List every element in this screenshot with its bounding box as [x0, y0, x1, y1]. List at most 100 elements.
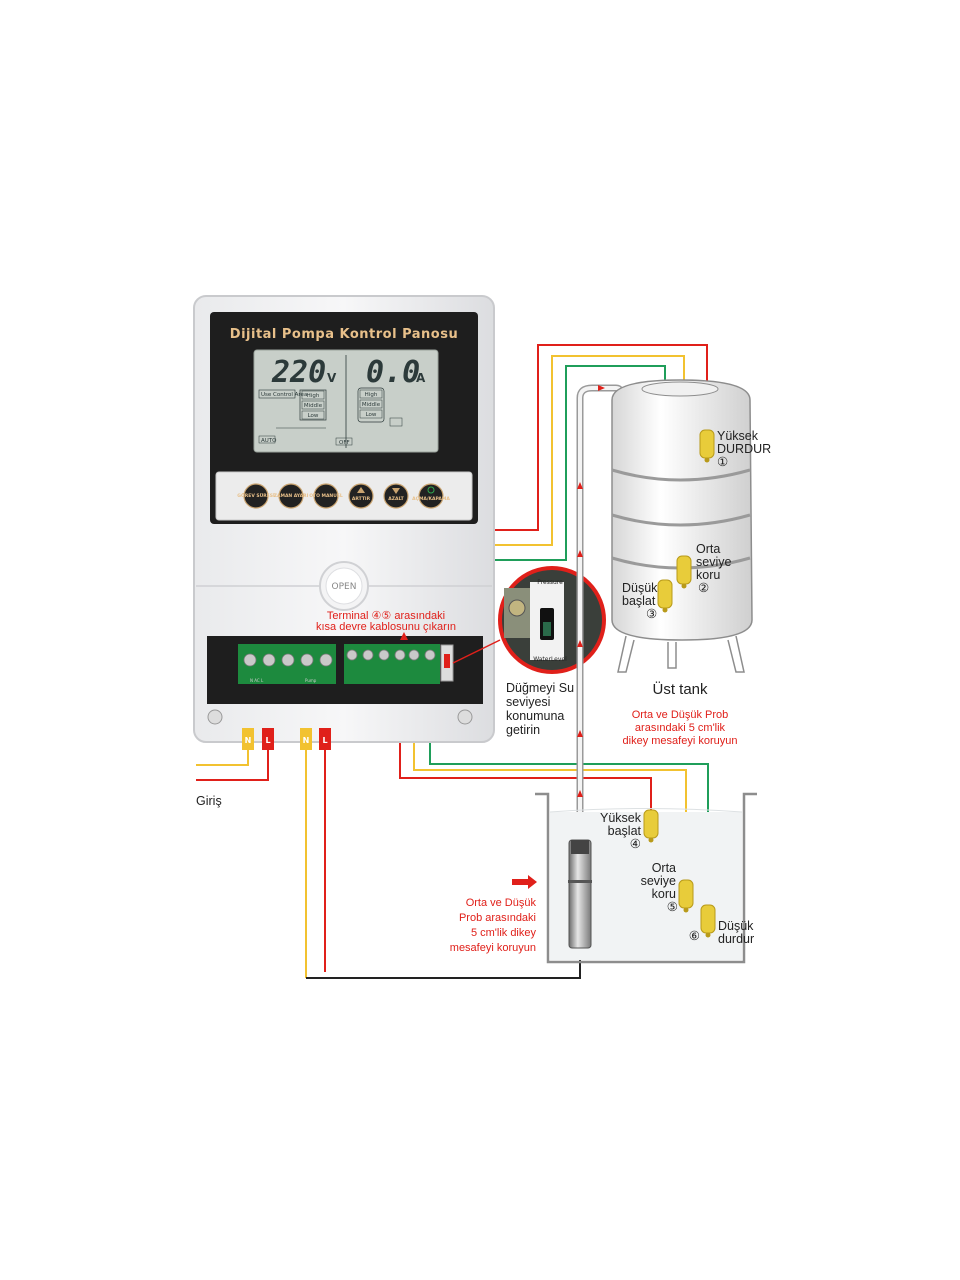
panel-buttons: GÖREV SÜRESİ ZAMAN AYARI OTO MANUEL ARTT… [237, 483, 450, 509]
probe-3-label: Düşük başlat ③ [622, 581, 658, 621]
terminal-note-line2: kısa devre kablosunu çıkarın [316, 621, 456, 633]
probe-6-label: ⑥ Düşük durdur [689, 919, 754, 946]
switch-pressure-label: Pressure [537, 579, 563, 586]
probe-2 [676, 555, 692, 589]
input-red-wire [196, 740, 269, 781]
probe-5-line3: koru [652, 887, 676, 901]
switch-note-2: seviyesi [506, 695, 550, 709]
lcd-level-right-low: Low [366, 412, 377, 418]
probe-4-line2: başlat [608, 824, 642, 838]
submersible-pump [568, 839, 592, 949]
lcd-auto: AUTO [261, 438, 277, 444]
probe-3 [657, 579, 673, 613]
top-note-3: dikey mesafeyi koruyun [623, 735, 738, 747]
probe-5-number: ⑤ [667, 900, 678, 914]
top-tank-label: Üst tank [652, 680, 708, 698]
input-yellow-wire [196, 740, 249, 766]
lcd-current: 0.0 [366, 355, 420, 390]
terminal-n-in: N [245, 736, 252, 745]
probe-6 [700, 904, 716, 938]
increase-label: ARTTIR [352, 496, 371, 502]
probe-2-label: Orta seviye koru ② [696, 542, 731, 595]
pump-black-cable [306, 930, 581, 979]
time-set-label: ZAMAN AYARI [274, 493, 309, 499]
bottom-note-arrow [512, 875, 537, 889]
probe-5-label: Orta seviye koru ⑤ [641, 861, 678, 914]
terminal-l-out: L [322, 736, 327, 745]
top-note-1: Orta ve Düşük Prob [632, 709, 729, 721]
mount-screw-left [207, 709, 223, 725]
probe-4-number: ④ [630, 837, 641, 851]
probe-3-line1: Düşük [622, 581, 658, 595]
probe-2-line1: Orta [696, 542, 720, 556]
bottom-note: Orta ve Düşük Prob arasındaki 5 cm'lik d… [450, 875, 537, 954]
panel-title: Dijital Pompa Kontrol Panosu [230, 327, 458, 342]
bottom-note-4: mesafeyi koruyun [450, 942, 536, 954]
switch-waterlevel-label: WaterLevel [533, 656, 567, 663]
auto-manual-button[interactable]: OTO MANUEL [309, 483, 343, 509]
probe-2-line3: koru [696, 568, 720, 582]
terminal-n-out: N [303, 736, 310, 745]
bottom-note-2: Prob arasındaki [459, 912, 536, 924]
lcd-voltage: 220 [271, 355, 326, 390]
top-note-2: arasındaki 5 cm'lik [635, 722, 726, 734]
probe-1-number: ① [717, 455, 728, 469]
lcd-level-left-middle: Middle [304, 403, 323, 409]
bottom-note-1: Orta ve Düşük [466, 897, 537, 909]
button-strip [215, 471, 473, 521]
probe-1-label: Yüksek DURDUR ① [717, 429, 771, 469]
terminal-note-line1: Terminal ④⑤ arasındaki [327, 610, 445, 622]
probe-6-line1: Düşük [718, 919, 754, 933]
open-knob[interactable]: OPEN [319, 561, 369, 611]
probe-3-number: ③ [646, 607, 657, 621]
terminal-block-probes [344, 644, 440, 684]
decrease-label: AZALT [388, 496, 404, 502]
increase-button[interactable]: ARTTIR [348, 483, 374, 509]
probe-1-line1: Yüksek [717, 429, 759, 443]
lcd-current-unit: A [416, 371, 426, 385]
probe-4-label: Yüksek başlat ④ [600, 811, 642, 851]
probe-3-line2: başlat [622, 594, 656, 608]
probe-2-line2: seviye [696, 555, 731, 569]
giris-label: Giriş [196, 794, 222, 808]
terminal-tiny-1: N AC L [250, 678, 264, 683]
power-button[interactable]: AÇMA/KAPAMA [412, 483, 450, 509]
probe-5 [678, 879, 694, 913]
lcd-level-right-high: High [365, 392, 378, 398]
upper-tank: Üst tank [611, 379, 753, 698]
probe-1 [699, 429, 715, 463]
bottom-note-3: 5 cm'lik dikey [471, 927, 537, 939]
switch-note-3: konumuna [506, 709, 564, 723]
terminal-screws [243, 649, 436, 667]
lcd-level-left-low: Low [308, 413, 319, 419]
lcd-level-right-middle: Middle [362, 402, 381, 408]
mount-screw-right [457, 709, 473, 725]
probe-6-line2: durdur [718, 932, 754, 946]
lcd-voltage-unit: V [327, 371, 337, 385]
switch-note-4: getirin [506, 723, 540, 737]
probe-2-number: ② [698, 581, 709, 595]
open-label: OPEN [332, 582, 357, 592]
auto-manual-label: OTO MANUEL [309, 493, 343, 499]
probe-1-line2: DURDUR [717, 442, 771, 456]
lcd-off: OFF [339, 440, 350, 446]
top-note: Orta ve Düşük Prob arasındaki 5 cm'lik d… [623, 709, 738, 747]
switch-note: Düğmeyi Su seviyesi konumuna getirin [506, 681, 574, 737]
probe-5-line2: seviye [641, 874, 676, 888]
power-icon [427, 486, 435, 494]
lcd-mode-label: Use Control Area [261, 392, 307, 398]
lcd-levels-right: High Middle Low [357, 387, 403, 427]
time-set-button[interactable]: ZAMAN AYARI [274, 483, 309, 509]
terminal-l-in: L [265, 736, 270, 745]
decrease-button[interactable]: AZALT [383, 483, 409, 509]
terminal-note-arrow [400, 632, 408, 640]
probe-4 [643, 809, 659, 843]
probe-4-line1: Yüksek [600, 811, 642, 825]
increase-icon [357, 487, 365, 493]
task-time-label: GÖREV SÜRESİ [237, 492, 275, 499]
terminal-tiny-2: Pump [305, 678, 317, 683]
power-terminals: N L N L [242, 728, 331, 750]
power-label: AÇMA/KAPAMA [412, 496, 450, 502]
task-time-button[interactable]: GÖREV SÜRESİ [237, 483, 275, 509]
